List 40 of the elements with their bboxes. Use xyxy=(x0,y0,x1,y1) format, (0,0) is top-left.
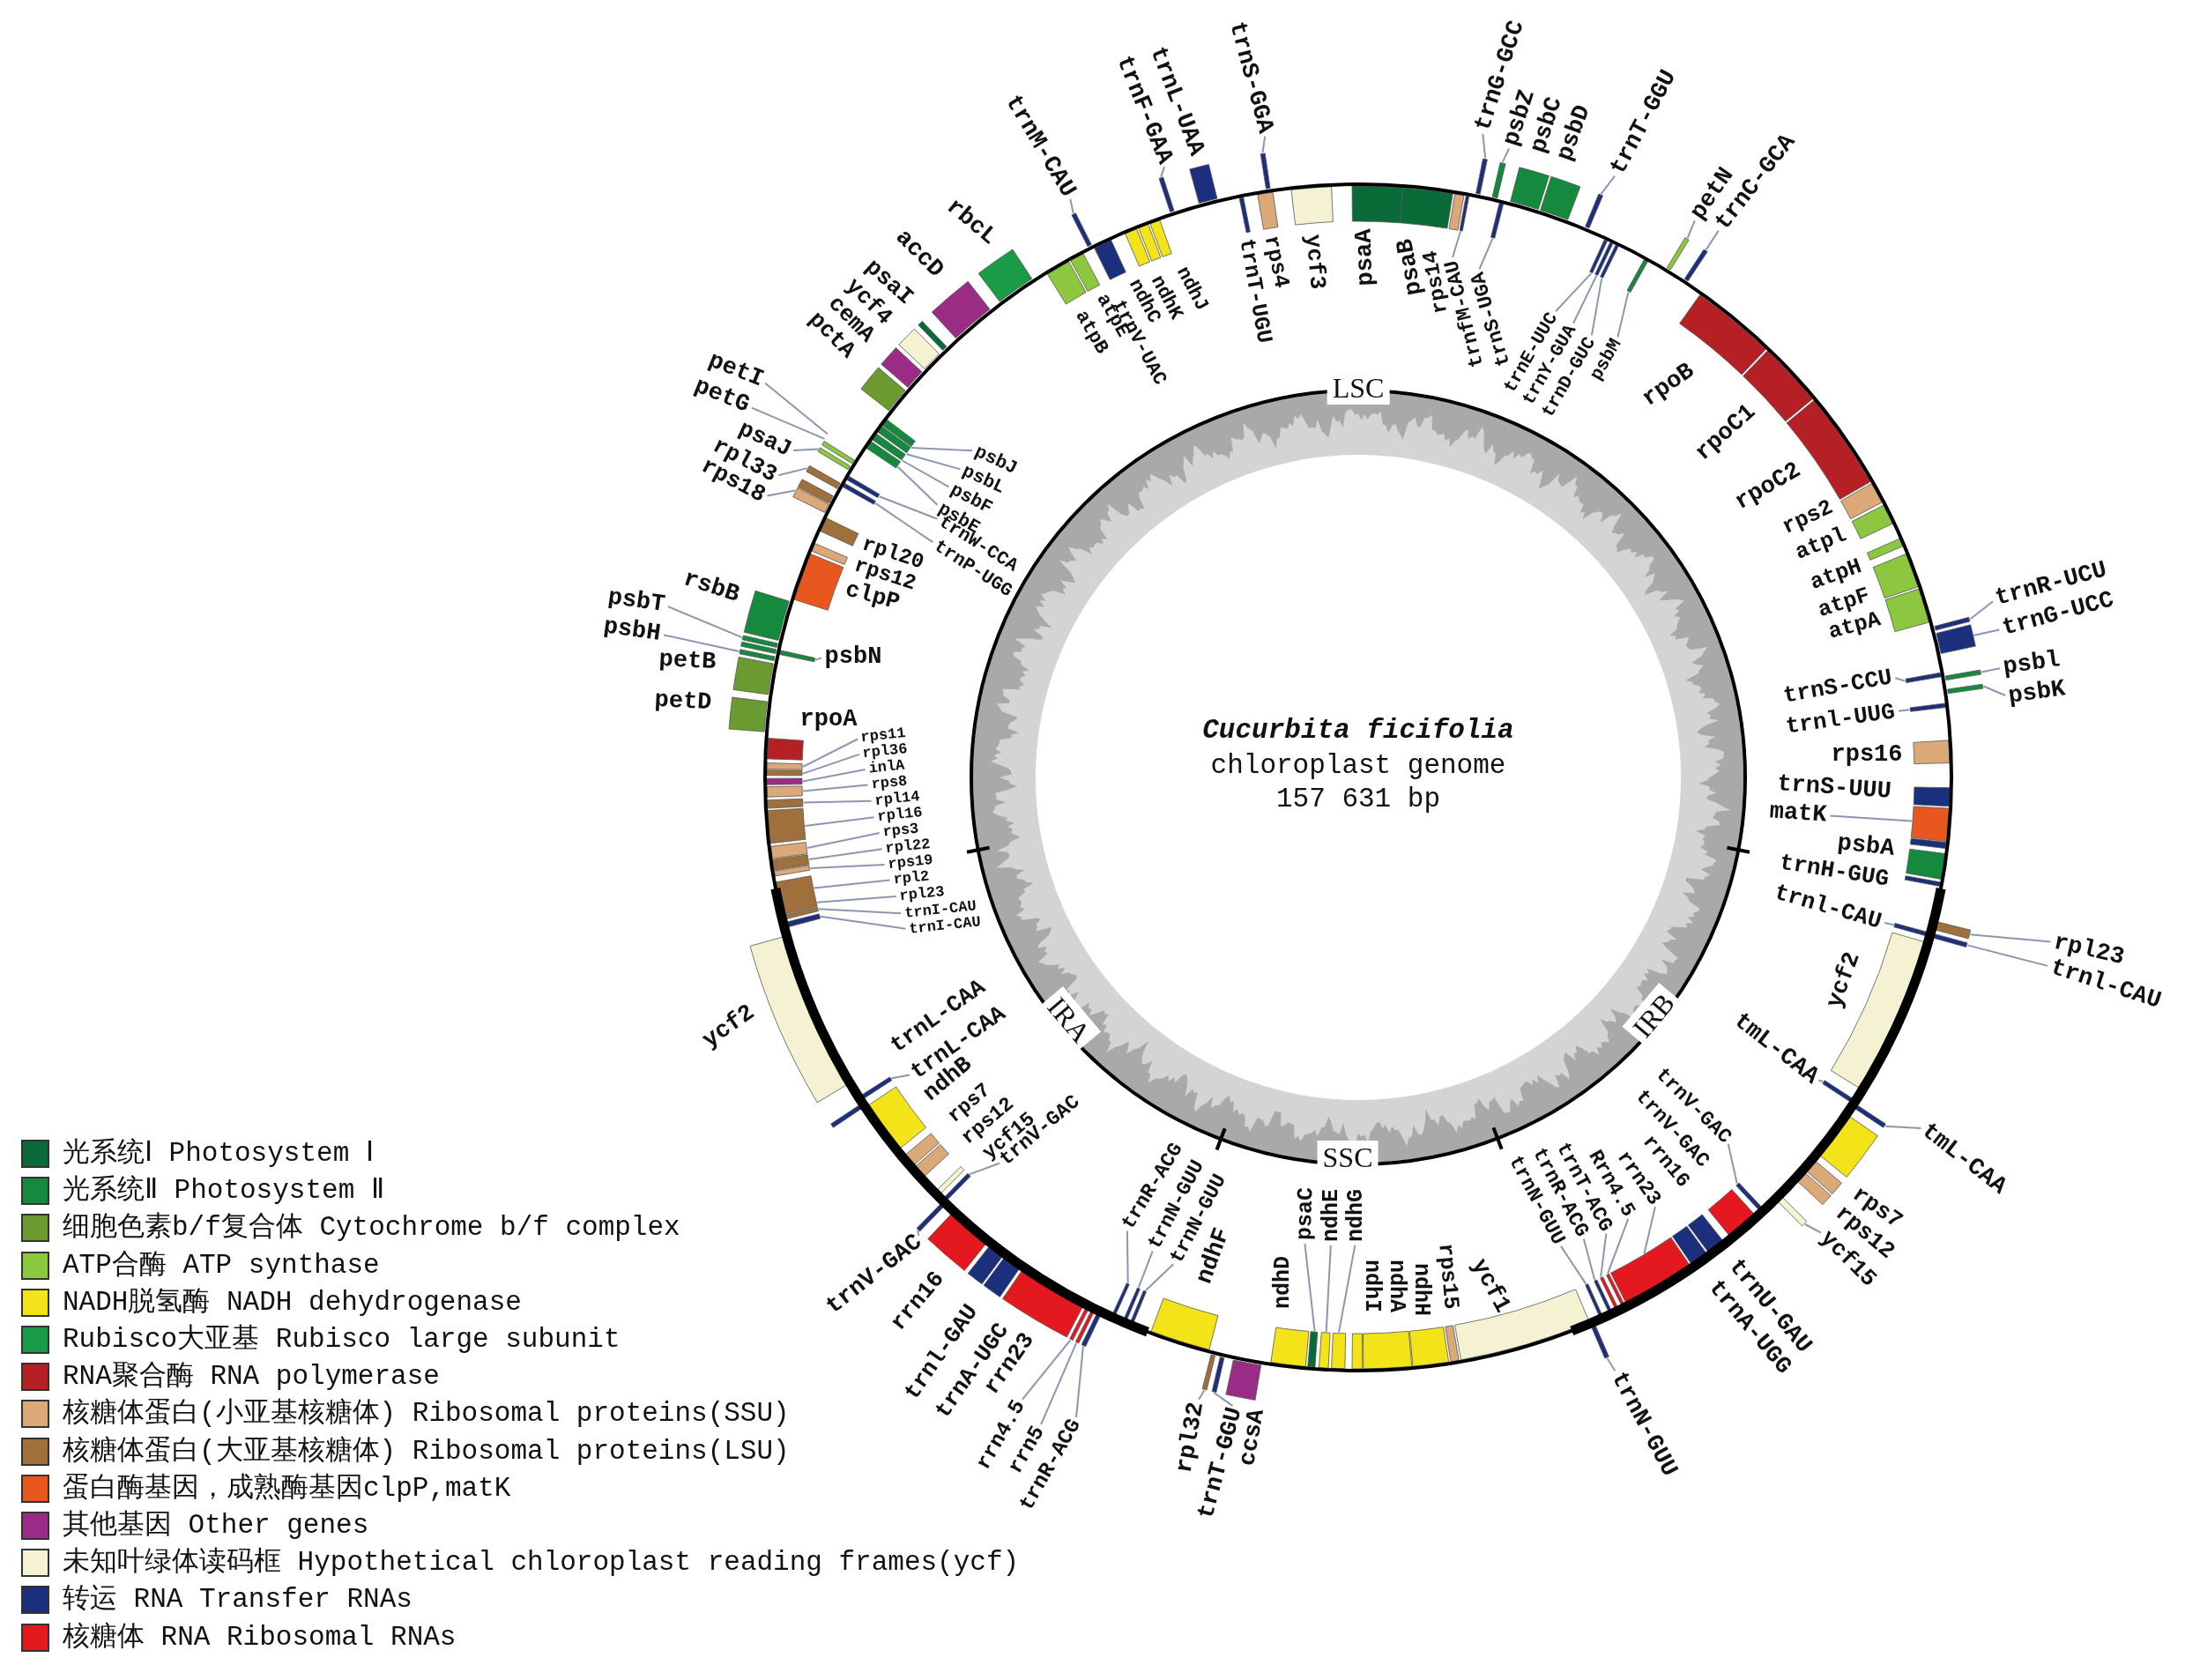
genome-description: chloroplast genome xyxy=(1210,751,1506,779)
legend-label: 蛋白酶基因，成熟酶基因clpP,matK xyxy=(63,1474,511,1502)
gene-label: ndhE xyxy=(1319,1189,1342,1242)
gene-label: rsbB xyxy=(680,567,742,607)
gene-label: ycf2 xyxy=(1823,948,1865,1012)
gene-label: psbH xyxy=(602,614,662,646)
legend-label: NADH脱氢酶 NADH dehydrogenase xyxy=(63,1288,522,1316)
gene-label: psbN xyxy=(824,644,882,669)
gene-label: psbK xyxy=(2007,677,2067,709)
gene-label: rps15 xyxy=(1434,1242,1462,1311)
gene-label: petD xyxy=(653,688,713,716)
legend-label: 转运 RNA Transfer RNAs xyxy=(63,1586,412,1614)
gene-label: ndhI xyxy=(1360,1260,1383,1312)
legend-label: 细胞色素b/f复合体 Cytochrome b/f complex xyxy=(63,1214,680,1242)
gene-label: psbT xyxy=(606,585,666,617)
legend-label: 核糖体 RNA Ribosomal RNAs xyxy=(63,1623,457,1651)
legend-label: ATP合酶 ATP synthase xyxy=(63,1251,380,1279)
legend-label: Rubisco大亚基 Rubisco large subunit xyxy=(63,1326,621,1353)
gene-label: psaA xyxy=(1352,228,1379,286)
legend-label: 未知叶绿体读码框 Hypothetical chloroplast reading frames(ycf) xyxy=(63,1549,1020,1577)
gene-label: rpoA xyxy=(799,707,858,732)
legend-label: 核糖体蛋白(小亚基核糖体) Ribosomal proteins(SSU) xyxy=(63,1400,790,1428)
gene-label: ycf3 xyxy=(1301,233,1329,291)
gene-label: ndhD xyxy=(1271,1256,1294,1309)
gene-label: rps8 xyxy=(870,773,909,792)
gene-label: rps16 xyxy=(1831,742,1903,767)
gene-label: ndhA xyxy=(1385,1260,1408,1312)
gene-label: ndhH xyxy=(1409,1263,1432,1316)
legend-label: 光系统Ⅰ Photosystem Ⅰ xyxy=(63,1140,374,1167)
gene-label: petB xyxy=(658,647,717,675)
gene-label: psbl xyxy=(2002,648,2062,680)
gene-label: psaC xyxy=(1293,1186,1318,1241)
gene-label: psbA xyxy=(1836,831,1896,861)
legend-label: 光系统Ⅱ Photosystem Ⅱ xyxy=(63,1177,384,1205)
legend-label: 其他基因 Other genes xyxy=(63,1512,369,1539)
gene-label: ndhG xyxy=(1344,1189,1367,1242)
legend-label: 核糖体蛋白(大亚基核糖体) Ribosomal proteins(LSU) xyxy=(63,1437,790,1465)
legend-label: RNA聚合酶 RNA polymerase xyxy=(63,1363,440,1391)
genome-size: 157 631 bp xyxy=(1276,784,1440,813)
species-name: Cucurbita ficifolia xyxy=(1202,716,1514,744)
